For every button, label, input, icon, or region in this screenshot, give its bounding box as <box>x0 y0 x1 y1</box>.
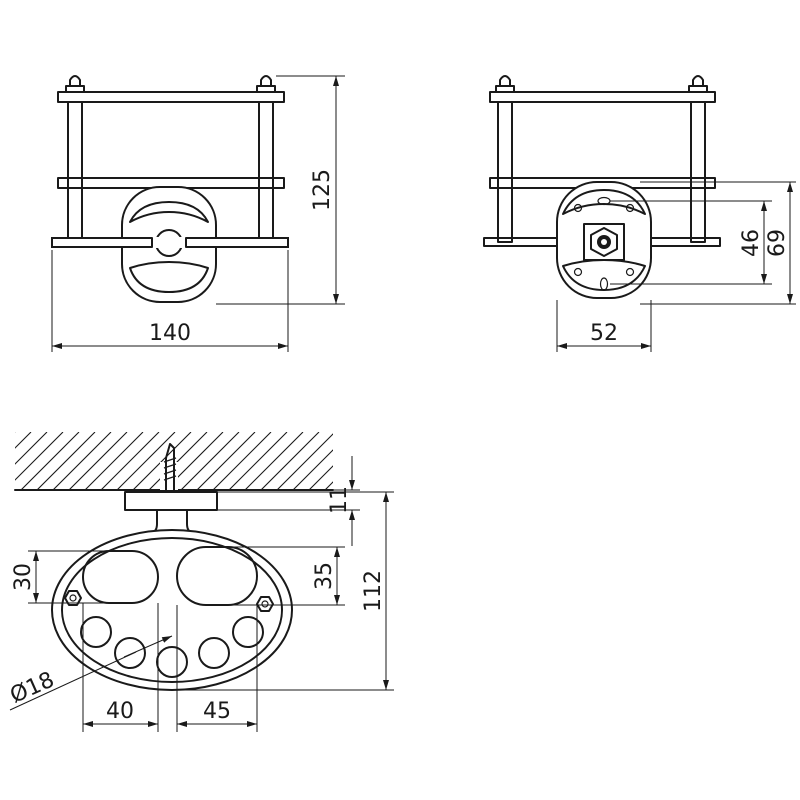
plan-small-hole-5 <box>232 616 264 648</box>
wall-screw <box>160 443 178 493</box>
plan-large-hole-left <box>82 550 159 604</box>
plan-wall-plate <box>124 491 218 511</box>
side-mounting-plate <box>556 181 652 299</box>
plan-small-hole-1 <box>80 616 112 648</box>
side-dim-hole-spacing: 46 <box>610 200 772 285</box>
side-dim-plate-height: 69 <box>640 181 796 305</box>
plan-hole-left-height-label: 30 <box>11 563 36 591</box>
plan-dim-right-hole-width: 45 <box>176 605 258 732</box>
plan-wall-gap-label: 11 <box>327 486 352 514</box>
plan-small-hole-dia-label: Ø18 <box>7 667 59 708</box>
plan-depth-label: 112 <box>361 570 386 612</box>
plan-dim-hole-right-height: 35 <box>220 546 345 606</box>
front-dim-width: 140 <box>51 250 289 352</box>
front-top-finial-left <box>65 75 85 93</box>
side-dim-width: 52 <box>556 300 652 352</box>
side-hole-spacing-label: 46 <box>739 229 764 257</box>
plan-small-hole-4 <box>198 637 230 669</box>
front-top-shelf <box>57 91 285 103</box>
plan-dim-left-hole-width: 40 <box>82 603 159 732</box>
side-width-label: 52 <box>590 321 618 346</box>
front-view <box>51 75 289 303</box>
front-dim-height: 125 <box>216 75 345 305</box>
side-top-shelf <box>489 91 716 103</box>
plan-view <box>14 432 334 691</box>
plan-tray <box>51 529 293 691</box>
plan-nut-left <box>64 590 82 606</box>
plan-right-hole-width-label: 45 <box>203 699 231 724</box>
side-top-finial-left <box>495 75 515 93</box>
plan-dim-depth: 112 <box>172 491 394 691</box>
side-view <box>483 75 721 299</box>
plan-large-hole-right <box>176 546 258 606</box>
front-post-right <box>258 101 274 243</box>
side-top-finial-right <box>688 75 708 93</box>
side-post-right <box>690 101 706 243</box>
wall-hatching <box>15 432 333 490</box>
side-post-left <box>497 101 513 243</box>
plan-left-hole-width-label: 40 <box>106 699 134 724</box>
front-post-left <box>67 101 83 243</box>
plan-small-hole-2 <box>114 637 146 669</box>
plan-nut-right <box>256 596 274 612</box>
side-plate-height-label: 69 <box>765 229 790 257</box>
plan-small-hole-3 <box>156 646 188 678</box>
front-top-finial-right <box>256 75 276 93</box>
plan-dim-wall-gap: 11 <box>217 456 360 546</box>
front-height-label: 125 <box>310 169 335 211</box>
plan-dim-hole-left-height: 30 <box>11 550 120 604</box>
plan-hole-right-height-label: 35 <box>312 562 337 590</box>
front-width-label: 140 <box>149 321 191 346</box>
